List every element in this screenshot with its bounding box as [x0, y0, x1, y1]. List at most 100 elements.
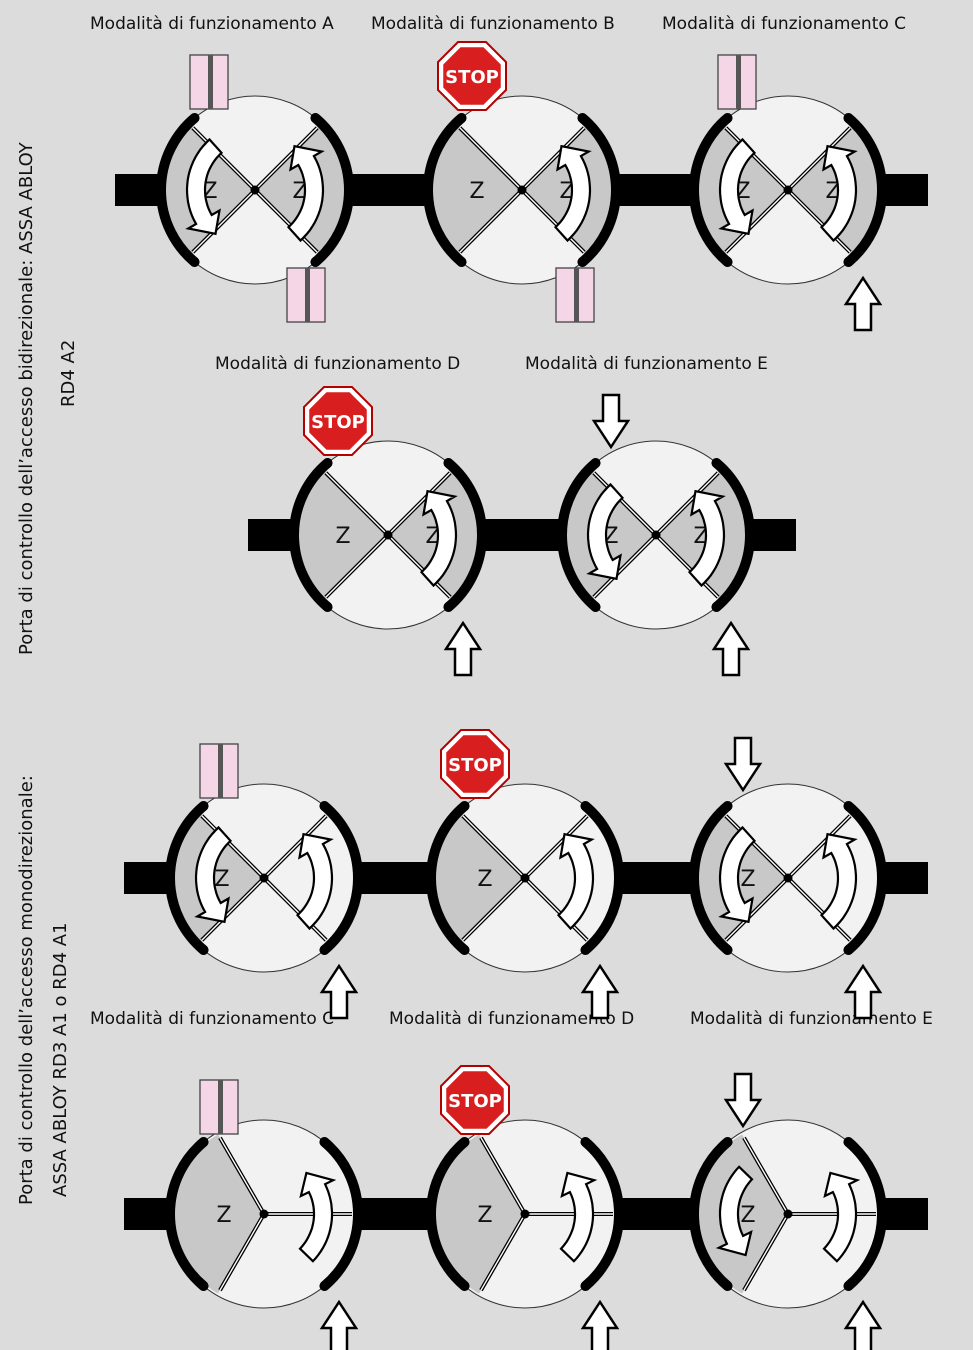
entry-arrow-up-icon: [844, 276, 882, 332]
door-wall-right: [711, 457, 755, 613]
door-wall-left: [423, 112, 467, 268]
side-label-bidirectional: Porta di controllo dell’accesso bidirezi…: [16, 141, 79, 655]
side-label-bi-line2: RD4 A2: [58, 340, 79, 407]
door-hub: [383, 530, 393, 540]
entry-arrow-down-icon: [592, 393, 630, 449]
side-label-mono-line1: Porta di controllo dell’accesso monodire…: [16, 775, 37, 1205]
rotation-arrow-icon: [819, 144, 858, 243]
door-wall-right: [577, 112, 621, 268]
zone-label: Z: [216, 1203, 231, 1228]
zone-shaded: [563, 469, 656, 601]
door-wall-right: [580, 800, 624, 956]
door-wing-inner: [459, 189, 523, 253]
door-wing-inner: [725, 189, 789, 253]
rotation-arrow-icon: [718, 137, 757, 236]
stop-sign-text: STOP: [445, 67, 499, 88]
door-wing-inner: [263, 815, 327, 879]
revolving-door: Z: [648, 1072, 928, 1350]
zone-label: Z: [214, 867, 229, 892]
revolving-door: Z: [124, 743, 404, 1020]
door-wing-inner: [524, 815, 588, 879]
entry-arrow-up-icon: [844, 1300, 882, 1350]
door-wing-inner: [459, 127, 523, 191]
rotation-arrow-icon: [298, 1171, 337, 1263]
access-card-icon: [199, 1079, 239, 1135]
rotation-arrow-icon: [419, 489, 458, 588]
door-wing-inner: [480, 1213, 526, 1291]
zone-shaded: [522, 124, 614, 256]
door-wall-right: [843, 800, 887, 956]
label-mode-e-2: Modalità di funzionamento E: [690, 1009, 933, 1029]
entry-arrow-up-icon: [444, 621, 482, 677]
door-wing-inner: [192, 189, 256, 253]
rotation-arrow-icon: [586, 482, 625, 581]
door-wing-inner: [787, 877, 851, 941]
door-wall-left: [689, 1136, 733, 1292]
door-wing-inner: [462, 815, 526, 879]
zone-shaded: [295, 469, 388, 601]
label-mode-d-2: Modalità di funzionamento D: [389, 1009, 634, 1029]
access-card-icon: [199, 743, 239, 799]
entry-arrow-up-icon: [581, 1300, 619, 1350]
side-label-monodirectional: Porta di controllo dell’accesso monodire…: [16, 775, 71, 1205]
zone-shaded: [430, 124, 522, 256]
access-card-icon: [286, 267, 326, 323]
door-hub: [259, 1209, 269, 1219]
door-wall-left: [689, 112, 733, 268]
door-wing-inner: [593, 534, 657, 598]
zone-shaded: [696, 124, 788, 256]
rotation-arrow-icon: [718, 825, 757, 924]
rotation-arrow-icon: [822, 1171, 861, 1263]
rotation-arrow-icon: [687, 489, 726, 588]
entry-arrow-up-icon: [712, 621, 750, 677]
door-wing-inner: [743, 1137, 789, 1215]
rotation-arrow-icon: [286, 144, 325, 243]
zone-label: Z: [477, 867, 492, 892]
zone-label: Z: [469, 179, 484, 204]
door-wall-right: [843, 112, 887, 268]
door-wing-inner: [521, 127, 585, 191]
door-wall-left: [426, 800, 470, 956]
door-hub: [520, 1209, 530, 1219]
door-wing-inner: [787, 815, 851, 879]
door-wing-inner: [524, 877, 588, 941]
door-wing-inner: [387, 534, 451, 598]
zone-label: Z: [477, 1203, 492, 1228]
label-mode-b: Modalità di funzionamento B: [371, 14, 615, 34]
rotation-arrow-icon: [553, 144, 592, 243]
rotation-arrow-icon: [559, 1171, 598, 1263]
door-hub: [517, 185, 527, 195]
entry-arrow-up-icon: [320, 1300, 358, 1350]
rotation-arrow-icon: [556, 832, 595, 931]
access-card-icon: [189, 54, 229, 110]
door-wing-inner: [254, 189, 318, 253]
label-mode-c-2: Modalità di funzionamento C: [90, 1009, 334, 1029]
door-wing-inner: [743, 1213, 789, 1291]
door-wing-inner: [787, 189, 851, 253]
door-wing-inner: [480, 1137, 526, 1215]
zone-shaded: [788, 124, 880, 256]
label-mode-d: Modalità di funzionamento D: [215, 354, 460, 374]
door-wall-left: [165, 800, 209, 956]
door-wing-inner: [254, 127, 318, 191]
label-mode-c: Modalità di funzionamento C: [662, 14, 906, 34]
door-wall-right: [319, 1136, 363, 1292]
door-wing-inner: [593, 472, 657, 536]
door-wing-inner: [219, 1137, 265, 1215]
zone-shaded: [163, 124, 255, 256]
door-wing-inner: [219, 1213, 265, 1291]
stop-sign-text: STOP: [448, 755, 502, 776]
zone-shaded: [696, 812, 788, 944]
door-wall-right: [843, 1136, 887, 1292]
door-hub: [520, 873, 530, 883]
door-wall-right: [580, 1136, 624, 1292]
door-hub: [783, 1209, 793, 1219]
door-wing-inner: [787, 127, 851, 191]
zone-label: Z: [740, 1203, 755, 1228]
